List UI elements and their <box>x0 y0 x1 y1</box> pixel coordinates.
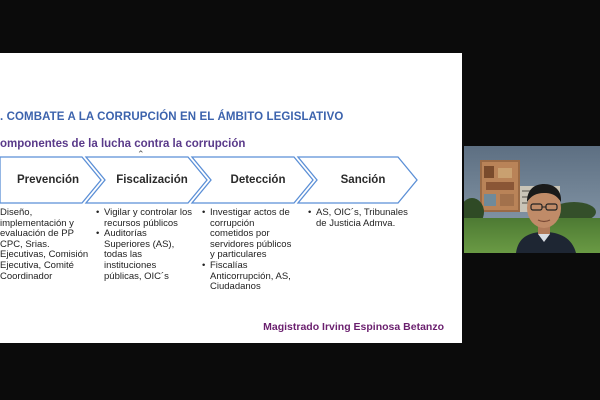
mouse-cursor-icon: ⌃ <box>137 149 145 159</box>
prevencion-details: Diseño, implementación y evaluación de P… <box>0 207 92 282</box>
chevron-fiscalizacion <box>84 156 208 204</box>
list-item: Auditorías Superiores (AS), todas las in… <box>96 228 192 282</box>
chevron-prevencion <box>0 156 102 204</box>
process-chevron-row: Prevención Fiscalización Detección Sanci… <box>0 156 462 204</box>
chevron-label-fiscalizacion: Fiscalización <box>116 174 188 186</box>
chevron-shapes <box>0 156 418 204</box>
list-item: Coordinador <box>0 270 53 282</box>
list-item: implementación y <box>0 217 74 229</box>
webcam-video-frame <box>464 146 600 253</box>
chevron-deteccion <box>190 156 314 204</box>
fiscalizacion-details: Vigilar y controlar los recursos público… <box>96 207 192 282</box>
presenter-name: Magistrado Irving Espinosa Betanzo <box>263 321 444 333</box>
deteccion-details: Investigar actos de corrupción cometidos… <box>202 207 298 293</box>
list-item: Ejecutiva, Comité <box>0 259 74 271</box>
webcam-tile[interactable] <box>464 146 600 253</box>
list-item: CPC, Srias. <box>0 238 50 250</box>
chevron-label-prevencion: Prevención <box>17 174 79 186</box>
list-item: Vigilar y controlar los recursos público… <box>96 207 192 229</box>
list-item: Diseño, <box>0 207 33 218</box>
sancion-details: AS, OIC´s, Tribunales de Justicia Admva. <box>308 207 408 229</box>
list-item: AS, OIC´s, Tribunales de Justicia Admva. <box>308 207 408 229</box>
slide-heading: . COMBATE A LA CORRUPCIÓN EN EL ÁMBITO L… <box>0 111 344 123</box>
chevron-label-sancion: Sanción <box>340 174 386 186</box>
slide-subheading: omponentes de la lucha contra la corrupc… <box>0 138 246 150</box>
list-item: Ejecutivas, Comisión <box>0 249 89 261</box>
list-item: Investigar actos de corrupción cometidos… <box>202 207 298 261</box>
chevron-label-deteccion: Detección <box>230 174 286 186</box>
chevron-sancion <box>296 156 418 204</box>
list-item: evaluación de PP <box>0 228 74 240</box>
person-video-icon <box>516 184 576 253</box>
list-item: Fiscalías Anticorrupción, AS, Ciudadanos <box>202 260 298 293</box>
shared-presentation-slide: . COMBATE A LA CORRUPCIÓN EN EL ÁMBITO L… <box>0 53 462 343</box>
